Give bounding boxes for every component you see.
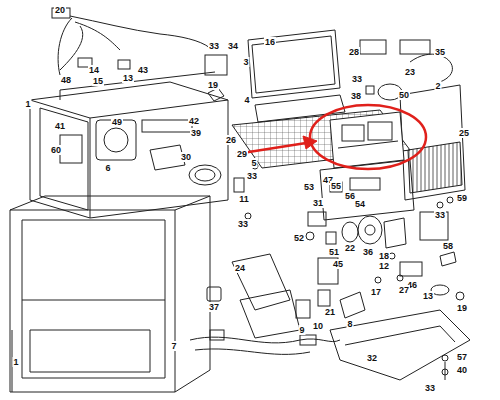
callout-number: 22 <box>344 243 356 253</box>
callout-number: 58 <box>442 241 454 251</box>
callout-number: 20 <box>54 5 66 15</box>
callout-number: 17 <box>370 287 382 297</box>
callout-number: 42 <box>188 116 200 126</box>
callout-number: 32 <box>366 353 378 363</box>
callout-number: 26 <box>225 135 237 145</box>
callout-number: 27 <box>398 285 410 295</box>
callout-number: 25 <box>458 128 470 138</box>
callout-number: 13 <box>122 73 134 83</box>
callout-number: 57 <box>456 352 468 362</box>
callout-number: 15 <box>92 76 104 86</box>
callout-number: 45 <box>332 259 344 269</box>
callout-number: 50 <box>398 90 410 100</box>
callout-number: 37 <box>208 302 220 312</box>
callout-number: 13 <box>422 291 434 301</box>
callout-number: 10 <box>312 321 324 331</box>
callout-number: 33 <box>246 171 258 181</box>
callout-number: 54 <box>354 199 366 209</box>
callout-number: 5 <box>250 158 257 168</box>
callout-number: 39 <box>190 128 202 138</box>
callout-number: 7 <box>170 341 177 351</box>
callout-number: 34 <box>227 41 239 51</box>
callout-number: 48 <box>60 75 72 85</box>
callout-number: 59 <box>456 193 468 203</box>
callout-number: 1 <box>24 99 31 109</box>
callout-number: 8 <box>346 319 353 329</box>
callout-number: 33 <box>434 210 446 220</box>
callout-number: 40 <box>456 365 468 375</box>
callout-number: 41 <box>54 121 66 131</box>
callout-number: 6 <box>104 163 111 173</box>
callout-number: 33 <box>424 383 436 393</box>
callout-number: 29 <box>236 149 248 159</box>
callout-number: 14 <box>88 65 100 75</box>
callout-number: 52 <box>293 233 305 243</box>
callout-number: 35 <box>434 47 446 57</box>
callout-number: 51 <box>328 247 340 257</box>
callout-number: 31 <box>312 198 324 208</box>
callout-number: 18 <box>378 251 390 261</box>
callout-number: 33 <box>208 41 220 51</box>
callout-number: 12 <box>378 261 390 271</box>
callout-number: 24 <box>234 263 246 273</box>
callout-number: 43 <box>137 65 149 75</box>
callout-number: 9 <box>298 325 305 335</box>
callout-number: 16 <box>264 37 276 47</box>
callout-number: 33 <box>237 219 249 229</box>
callout-number: 38 <box>350 91 362 101</box>
callout-number: 36 <box>362 247 374 257</box>
callout-number: 28 <box>348 47 360 57</box>
callout-number: 53 <box>303 182 315 192</box>
callout-number: 3 <box>242 57 249 67</box>
callout-number: 55 <box>330 181 342 191</box>
callout-number: 23 <box>404 67 416 77</box>
callout-number: 2 <box>434 81 441 91</box>
callout-number: 21 <box>324 307 336 317</box>
callout-number: 19 <box>207 80 219 90</box>
callout-number: 19 <box>456 303 468 313</box>
callout-number: 30 <box>180 152 192 162</box>
callout-number: 49 <box>111 117 123 127</box>
callout-number: 11 <box>238 194 250 204</box>
callout-number: 4 <box>243 95 250 105</box>
callout-number: 33 <box>351 74 363 84</box>
callout-number: 1 <box>12 357 19 367</box>
callout-number: 60 <box>50 145 62 155</box>
